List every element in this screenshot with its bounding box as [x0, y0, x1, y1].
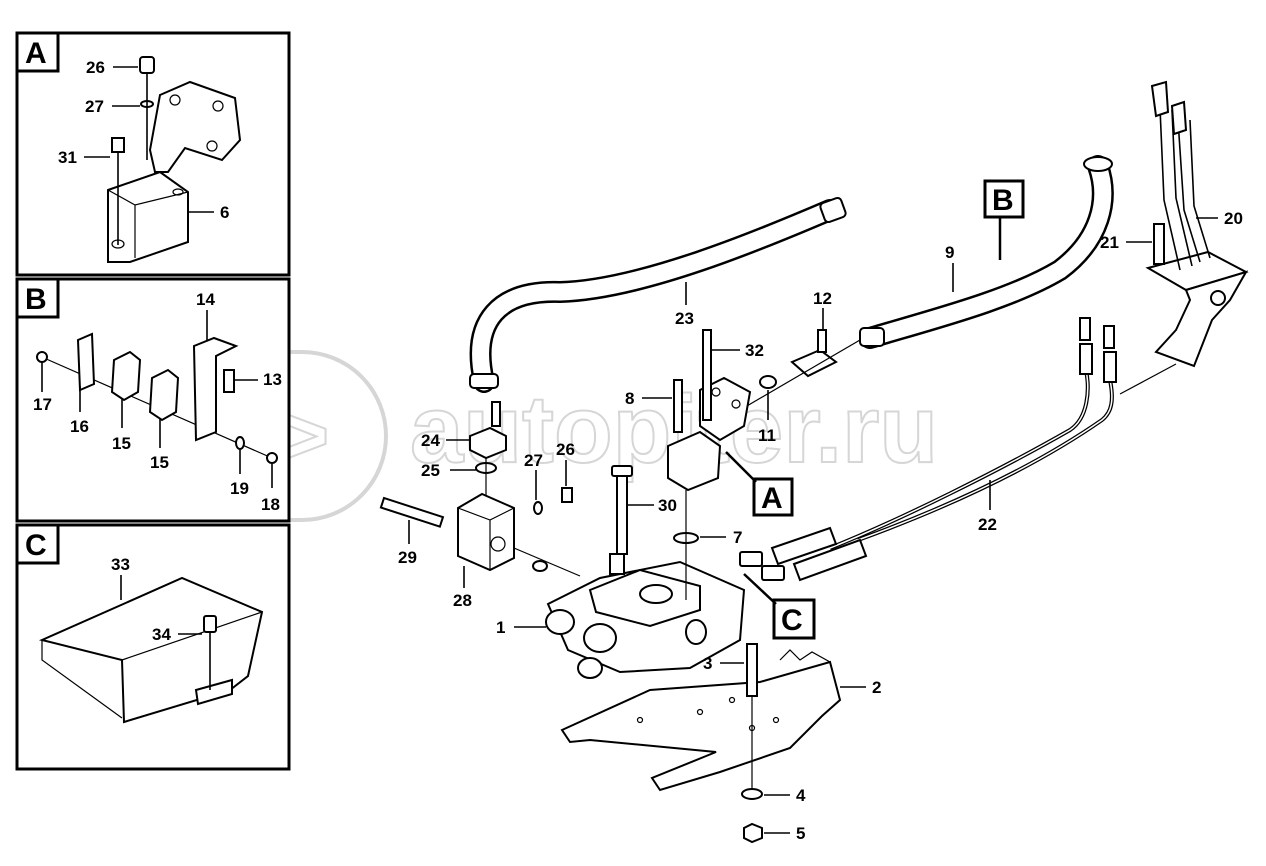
screw-26: [139, 56, 155, 74]
callout-7: 7: [733, 528, 742, 547]
callout-13: 13: [263, 370, 282, 389]
callout-19: 19: [230, 479, 249, 498]
callout-5: 5: [796, 824, 805, 843]
bolt-30: [616, 471, 628, 555]
washer-4: [741, 788, 763, 800]
svg-text:C: C: [781, 604, 803, 637]
callout-15-a: 15: [112, 434, 131, 453]
inset-b-label: B: [25, 283, 47, 316]
cover-tab: [194, 678, 233, 706]
main-callouts: 1 2 3 4 5 7 8 9 11 12 20 21 22 23 24 25: [398, 209, 1243, 843]
bolt-3: [746, 643, 758, 697]
callout-3: 3: [703, 654, 712, 673]
svg-text:B: B: [992, 184, 1014, 217]
callout-25: 25: [421, 461, 440, 480]
callout-21: 21: [1100, 233, 1119, 252]
callout-14: 14: [196, 290, 215, 309]
block-28: [379, 492, 515, 572]
nut-18: [266, 452, 278, 464]
clamp-15a: [110, 350, 142, 402]
callout-20: 20: [1224, 209, 1243, 228]
screw-17: [36, 351, 48, 363]
callout-31: 31: [58, 148, 77, 167]
nut-5: [743, 822, 763, 844]
callout-34: 34: [152, 625, 171, 644]
fitting-24: [469, 401, 507, 500]
cables-22: [739, 317, 1177, 582]
o-ring-11: [759, 375, 777, 389]
callout-box-a: A: [725, 451, 794, 517]
callout-4: 4: [796, 786, 806, 805]
callout-11: 11: [758, 426, 776, 445]
callout-8: 8: [625, 389, 634, 408]
screw-26-main: [561, 487, 573, 503]
callout-9: 9: [945, 243, 954, 262]
callout-33: 33: [111, 555, 130, 574]
inset-a-label: A: [25, 37, 47, 70]
callout-box-b: B: [983, 179, 1025, 260]
bracket-block-6: [107, 170, 189, 263]
callout-12: 12: [813, 289, 832, 308]
callout-18: 18: [261, 495, 280, 514]
callout-box-c: C: [743, 573, 816, 640]
hose-9: [859, 155, 1114, 349]
callout-6: 6: [220, 203, 229, 222]
screw-34: [203, 615, 217, 633]
bolt-21: [1153, 223, 1165, 265]
callout-27-main: 27: [524, 451, 543, 470]
callout-26-main: 26: [556, 440, 575, 459]
inset-a: A 26 27 31 6: [15, 31, 291, 277]
callout-28: 28: [453, 591, 472, 610]
callout-17: 17: [33, 395, 52, 414]
bolt-29: [379, 496, 445, 528]
callout-22: 22: [978, 515, 997, 534]
callout-32: 32: [745, 341, 764, 360]
washer-19: [235, 436, 245, 450]
inset-b: B 14 13 17 16 15 15 19 18: [15, 277, 291, 523]
clamp-12: [790, 329, 838, 378]
o-ring-27: [533, 501, 543, 515]
callout-23: 23: [675, 309, 694, 328]
flange-bracket: [667, 329, 752, 492]
mounting-plate-2: [560, 649, 842, 792]
lever-assembly-20: [1145, 80, 1249, 368]
inset-c-label: C: [25, 529, 47, 562]
inset-c: C 33 34: [15, 523, 291, 771]
bolt-13: [223, 369, 235, 393]
clamp-15b: [148, 368, 180, 422]
callout-16: 16: [70, 417, 89, 436]
control-valve-1: [545, 553, 746, 679]
callout-24: 24: [421, 431, 440, 450]
o-ring-block: [532, 560, 548, 572]
callout-2: 2: [872, 678, 881, 697]
callout-1: 1: [496, 618, 505, 637]
bolt-31: [111, 137, 125, 153]
callout-29: 29: [398, 548, 417, 567]
hose-23: [469, 196, 847, 393]
svg-text:A: A: [761, 482, 783, 515]
callout-30: 30: [658, 496, 677, 515]
plate-16: [76, 332, 96, 392]
callout-15-b: 15: [150, 453, 169, 472]
bolt-32: [702, 329, 712, 421]
callout-26: 26: [86, 58, 105, 77]
callout-27: 27: [85, 97, 104, 116]
